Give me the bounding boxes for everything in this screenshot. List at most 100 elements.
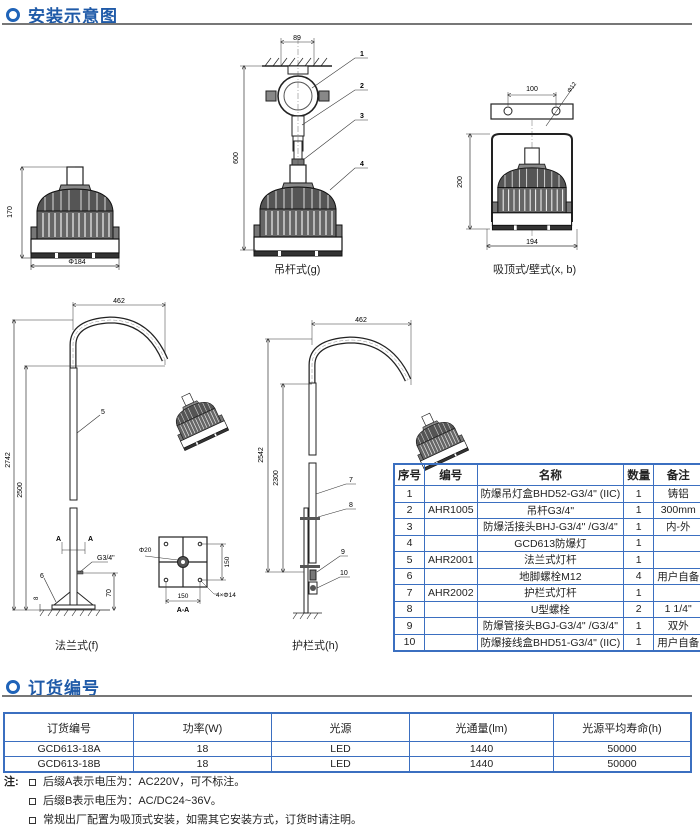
dim-width: Φ184 xyxy=(68,259,85,266)
table-cell: 防爆吊灯盒BHD52-G3/4" (IIC) xyxy=(476,485,625,503)
table-cell: 地脚螺栓M12 xyxy=(476,567,625,585)
square-bullet-icon xyxy=(29,798,36,805)
dim-holes: 4×Φ14 xyxy=(216,592,236,599)
table-cell: 10 xyxy=(393,633,425,652)
table-cell: 1 xyxy=(623,633,655,652)
table-cell: AHR2001 xyxy=(424,551,478,569)
table-cell xyxy=(424,633,478,652)
table-cell: 1 xyxy=(623,551,655,569)
order-table-header: 订货编号 功率(W) 光源 光通量(lm) 光源平均寿命(h) xyxy=(3,712,692,742)
section-aa-diagram xyxy=(144,536,226,604)
callout-5: 5 xyxy=(101,409,105,416)
table-cell xyxy=(424,518,478,536)
header-cell: 编号 xyxy=(424,463,478,486)
header-cell: 订货编号 xyxy=(3,712,134,742)
table-cell xyxy=(653,584,700,602)
lamp-front-view xyxy=(22,167,119,270)
table-cell: 2 xyxy=(623,600,655,618)
table-cell: 2 xyxy=(393,501,425,519)
dim-reach: 462 xyxy=(113,298,125,305)
table-cell: LED xyxy=(271,756,410,773)
table-cell: 防爆活接头BHJ-G3/4" /G3/4" xyxy=(476,518,625,536)
ceiling-mount-diagram xyxy=(466,85,577,250)
callout-10: 10 xyxy=(340,570,348,577)
dim-bracket-width: 100 xyxy=(526,86,538,93)
note-text: 常规出厂配置为吸顶式安装，如需其它安装方式，订货时请注明。 xyxy=(43,814,362,826)
table-cell xyxy=(424,567,478,585)
table-cell xyxy=(653,534,700,552)
divider xyxy=(2,23,692,25)
note-item: 注:后缀A表示电压为：AC220V，可不标注。 xyxy=(4,773,362,792)
notes: 注:后缀A表示电压为：AC220V，可不标注。 后缀B表示电压为：AC/DC24… xyxy=(4,773,362,830)
thread-label: G3/4" xyxy=(97,555,115,562)
dim-rail-total-height: 2542 xyxy=(258,447,265,463)
table-cell: 4 xyxy=(393,534,425,552)
dim-total-height: 2742 xyxy=(5,452,12,468)
table-cell: 吊杆G3/4" xyxy=(476,501,625,519)
flange-mount-diagram xyxy=(12,302,230,617)
table-cell: 9 xyxy=(393,617,425,635)
header-cell: 光源 xyxy=(271,712,410,742)
table-cell: 1 xyxy=(623,534,655,552)
note-item: 后缀B表示电压为：AC/DC24~36V。 xyxy=(4,792,362,811)
square-bullet-icon xyxy=(29,779,36,786)
section-header-install: 安装示意图 xyxy=(6,2,118,27)
dim-pole-height: 2500 xyxy=(17,482,24,498)
table-cell xyxy=(424,534,478,552)
table-cell: 5 xyxy=(393,551,425,569)
dim-spacing-v: 150 xyxy=(224,556,231,567)
table-cell: AHR1005 xyxy=(424,501,478,519)
header-cell: 功率(W) xyxy=(133,712,272,742)
table-cell: 用户自备 xyxy=(653,567,700,585)
table-cell: 1 xyxy=(623,584,655,602)
section-title: 安装示意图 xyxy=(28,7,118,26)
square-bullet-icon xyxy=(29,817,36,824)
header-cell: 序号 xyxy=(393,463,425,486)
note-item: 常规出厂配置为吸顶式安装，如需其它安装方式，订货时请注明。 xyxy=(4,811,362,830)
table-cell: 1 1/4" xyxy=(653,600,700,618)
section-mark-left: A xyxy=(56,536,61,543)
table-cell: 1440 xyxy=(409,741,554,757)
dim-ceiling-height: 200 xyxy=(457,176,464,188)
callout-1: 1 xyxy=(360,51,364,58)
table-cell xyxy=(653,551,700,569)
circle-bullet-icon xyxy=(6,679,20,694)
table-cell: 3 xyxy=(393,518,425,536)
header-cell: 名称 xyxy=(476,463,625,486)
section-mark-right: A xyxy=(88,536,93,543)
section-title: 订货编号 xyxy=(28,679,100,698)
table-cell: GCD613防爆灯 xyxy=(476,534,625,552)
callout-4: 4 xyxy=(360,161,364,168)
dim-pendant-height: 600 xyxy=(233,152,240,164)
table-cell: 1 xyxy=(623,518,655,536)
caption-ceiling: 吸顶式/壁式(x, b) xyxy=(493,264,577,276)
dim-ceiling-width: 194 xyxy=(526,239,538,246)
section-header-order: 订货编号 xyxy=(6,674,100,699)
callout-7: 7 xyxy=(349,477,353,484)
parts-table-header: 序号 编号 名称 数量 备注 xyxy=(393,463,700,486)
table-cell: 双外 xyxy=(653,617,700,635)
table-cell: 50000 xyxy=(553,741,692,757)
table-cell: 1 xyxy=(623,617,655,635)
header-cell: 备注 xyxy=(653,463,700,486)
circle-bullet-icon xyxy=(6,7,20,22)
callout-8: 8 xyxy=(349,502,353,509)
dim-height: 170 xyxy=(7,206,14,218)
table-cell xyxy=(424,485,478,503)
callout-2: 2 xyxy=(360,83,364,90)
divider xyxy=(2,695,692,697)
caption-pendant: 吊杆式(g) xyxy=(274,264,321,276)
table-cell: 18 xyxy=(133,741,272,757)
notes-label: 注: xyxy=(4,776,19,788)
caption-flange: 法兰式(f) xyxy=(55,640,99,652)
callout-9: 9 xyxy=(341,549,345,556)
header-cell: 数量 xyxy=(623,463,655,486)
dim-top-width: 89 xyxy=(293,35,301,42)
